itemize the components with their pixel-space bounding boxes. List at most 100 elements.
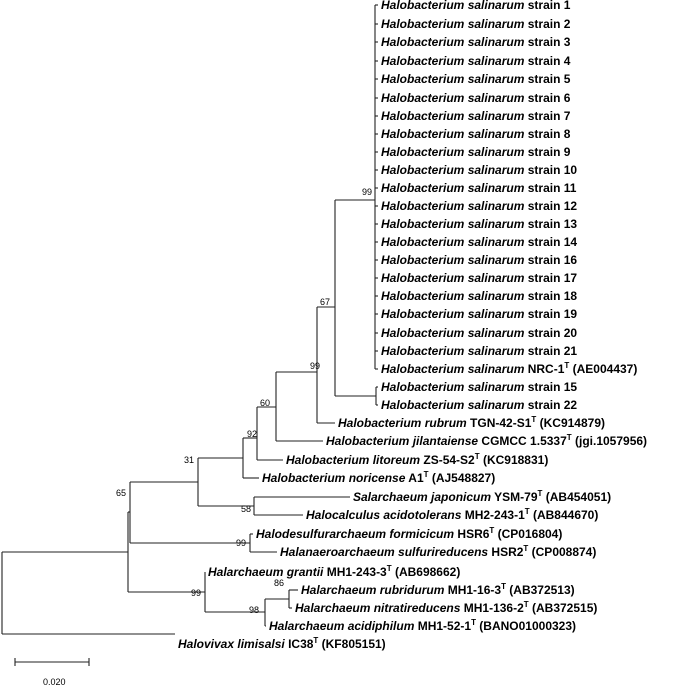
taxon-strain: strain 11: [524, 181, 576, 195]
taxon-species: Halobacterium salinarum: [381, 217, 525, 231]
taxon-species: Halarchaeum rubridurum: [301, 583, 445, 597]
taxon-strain: HSR6: [454, 527, 490, 541]
taxon-species: Halarchaeum acidiphilum: [269, 619, 415, 633]
taxon-label-nitrat: Halarchaeum nitratireducens MH1-136-2T (…: [295, 600, 597, 615]
accession-number: (AB844670): [530, 508, 599, 522]
taxon-species: Halovivax limisalsi: [178, 637, 285, 651]
taxon-strain: strain 8: [524, 127, 570, 141]
taxon-label-s13: Halobacterium salinarum strain 13: [381, 217, 577, 231]
taxon-species: Halobacterium salinarum: [381, 398, 525, 412]
taxon-species: Halarchaeum nitratireducens: [295, 601, 461, 615]
taxon-label-rubrid: Halarchaeum rubridurum MH1-16-3T (AB3725…: [301, 582, 575, 597]
taxon-species: Halanaeroarchaeum sulfurireducens: [280, 545, 488, 559]
accession-number: (BANO01000323): [476, 619, 576, 633]
taxon-strain: strain 17: [524, 271, 577, 285]
taxon-label-s4: Halobacterium salinarum strain 4: [381, 54, 571, 68]
taxon-strain: strain 18: [524, 289, 577, 303]
taxon-strain: strain 21: [524, 344, 577, 358]
taxon-label-nrc1: Halobacterium salinarum NRC-1T (AE004437…: [381, 361, 637, 376]
taxon-strain: MH1-52-1: [414, 619, 471, 633]
taxon-label-s20: Halobacterium salinarum strain 20: [381, 326, 577, 340]
scale-bar: 0.020: [14, 658, 90, 687]
taxon-strain: IC38: [285, 637, 314, 651]
taxon-species: Halobacterium salinarum: [381, 235, 525, 249]
taxon-species: Halobacterium salinarum: [381, 91, 525, 105]
taxon-species: Halobacterium litoreum: [286, 453, 420, 467]
taxon-labels: Halobacterium salinarum strain 1Halobact…: [178, 0, 647, 651]
bootstrap-ingroup: 65: [116, 488, 126, 498]
bootstrap-values: 99 67 99 60 92 31 58 65 99 99 86 98: [116, 187, 372, 615]
taxon-species: Halobacterium salinarum: [381, 127, 525, 141]
type-strain-mark: T: [501, 582, 506, 591]
taxon-label-halanaer: Halanaeroarchaeum sulfurireducens HSR2T …: [280, 544, 596, 559]
taxon-strain: strain 2: [524, 17, 570, 31]
taxon-strain: CGMCC 1.5337: [478, 434, 567, 448]
taxon-strain: strain 15: [524, 380, 577, 394]
taxon-species: Halobacterium salinarum: [381, 17, 525, 31]
taxon-species: Halocalculus acidotolerans: [306, 508, 462, 522]
bootstrap-rubridurum-nitratireducens: 86: [274, 578, 284, 588]
taxon-species: Halobacterium rubrum: [338, 416, 467, 430]
taxon-species: Halobacterium salinarum: [381, 0, 525, 12]
taxon-strain: strain 10: [524, 163, 577, 177]
taxon-species: Halobacterium salinarum: [381, 253, 525, 267]
accession-number: (KC914879): [536, 416, 605, 430]
taxon-species: Halobacterium salinarum: [381, 289, 525, 303]
taxon-species: Halobacterium salinarum: [381, 109, 525, 123]
taxon-label-halocalc: Halocalculus acidotolerans MH2-243-1T (A…: [306, 507, 598, 522]
bootstrap-halobacterium-salarchaeum: 31: [184, 455, 194, 465]
taxon-label-salarch: Salarchaeum japonicum YSM-79T (AB454051): [353, 489, 611, 504]
bootstrap-sulfur-reducers: 99: [236, 538, 246, 548]
accession-number: (AB698662): [392, 565, 461, 579]
taxon-label-s5: Halobacterium salinarum strain 5: [381, 72, 571, 86]
taxon-label-halodes: Halodesulfurarchaeum formicicum HSR6T (C…: [256, 526, 562, 541]
taxon-strain: strain 4: [524, 54, 570, 68]
taxon-label-s16: Halobacterium salinarum strain 16: [381, 253, 577, 267]
taxon-label-halov: Halovivax limisalsi IC38T (KF805151): [178, 636, 386, 651]
taxon-label-grantii: Halarchaeum grantii MH1-243-3T (AB698662…: [208, 564, 460, 579]
bootstrap-plus-litoreum: 92: [247, 429, 257, 439]
accession-number: (KC918831): [480, 453, 549, 467]
accession-number: (AJ548827): [429, 471, 496, 485]
taxon-label-litor: Halobacterium litoreum ZS-54-S2T (KC9188…: [286, 452, 548, 467]
taxon-species: Halobacterium salinarum: [381, 163, 525, 177]
taxon-label-s12: Halobacterium salinarum strain 12: [381, 199, 577, 213]
taxon-label-s6: Halobacterium salinarum strain 6: [381, 91, 571, 105]
taxon-strain: YSM-79: [491, 490, 538, 504]
accession-number: (jgi.1057956): [572, 434, 647, 448]
taxon-label-s11: Halobacterium salinarum strain 11: [381, 181, 577, 195]
accession-number: (CP016804): [494, 527, 562, 541]
taxon-species: Halobacterium salinarum: [381, 181, 525, 195]
accession-number: (KF805151): [318, 637, 385, 651]
taxon-species: Salarchaeum japonicum: [353, 490, 491, 504]
accession-number: (AB372515): [529, 601, 598, 615]
bootstrap-salinarum-core: 99: [362, 187, 372, 197]
taxon-strain: MH1-243-3: [323, 565, 387, 579]
bootstrap-rubridurum-nitratireducens-acidiphilum: 98: [249, 605, 259, 615]
taxon-label-s2: Halobacterium salinarum strain 2: [381, 17, 571, 31]
taxon-strain: strain 14: [524, 235, 577, 249]
taxon-strain: strain 12: [524, 199, 577, 213]
taxon-label-acidi: Halarchaeum acidiphilum MH1-52-1T (BANO0…: [269, 618, 576, 633]
taxon-species: Halobacterium salinarum: [381, 54, 525, 68]
taxon-strain: strain 20: [524, 326, 577, 340]
taxon-label-s1: Halobacterium salinarum strain 1: [381, 0, 571, 12]
taxon-species: Halobacterium salinarum: [381, 72, 525, 86]
taxon-strain: HSR2: [488, 545, 524, 559]
type-strain-mark: T: [387, 564, 392, 573]
taxon-strain: NRC-1: [524, 362, 564, 376]
taxon-strain: strain 3: [524, 35, 570, 49]
taxon-strain: strain 1: [524, 0, 570, 12]
taxon-strain: strain 16: [524, 253, 577, 267]
taxon-label-s21: Halobacterium salinarum strain 21: [381, 344, 577, 358]
taxon-species: Halobacterium noricense: [262, 471, 406, 485]
taxon-species: Halobacterium salinarum: [381, 362, 525, 376]
taxon-strain: strain 13: [524, 217, 577, 231]
taxon-species: Halodesulfurarchaeum formicicum: [256, 527, 454, 541]
type-strain-mark: T: [313, 636, 318, 645]
scale-bar-label: 0.020: [43, 677, 66, 687]
accession-number: (AE004437): [569, 362, 637, 376]
type-strain-mark: T: [475, 452, 480, 461]
accession-number: (AB372513): [506, 583, 575, 597]
